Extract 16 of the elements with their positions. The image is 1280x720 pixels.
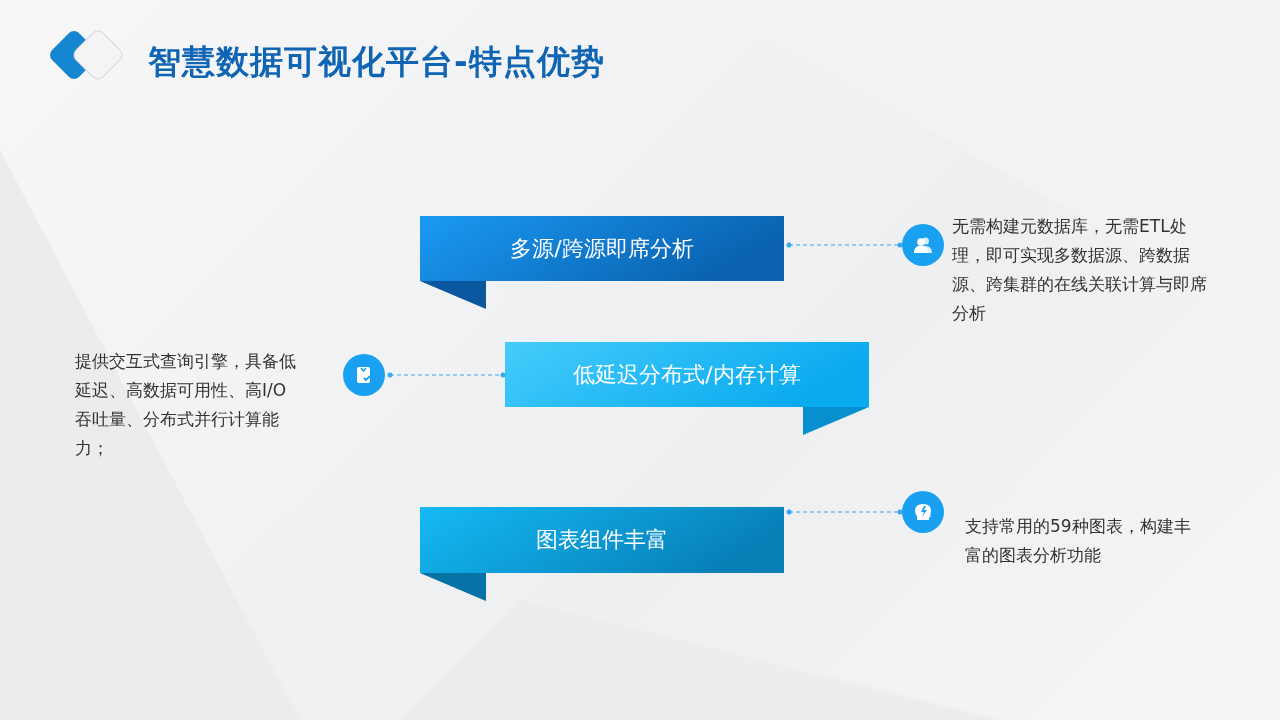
ribbon-banner	[420, 507, 784, 601]
banner-title: 多源/跨源即席分析	[510, 234, 694, 263]
description-text: 提供交互式查询引擎，具备低延迟、高数据可用性、高I/O吞吐量、分布式并行计算能力；	[75, 350, 297, 460]
banner-title: 低延迟分布式/内存计算	[573, 360, 801, 389]
dotted-connector	[387, 372, 506, 378]
dotted-connector	[786, 509, 903, 515]
banner-title: 图表组件丰富	[536, 526, 668, 554]
dotted-connector	[786, 242, 903, 248]
ribbon-banner	[420, 216, 784, 309]
title: 智慧数据可视化平台-特点优势	[148, 41, 605, 83]
icon-circle	[902, 224, 944, 266]
icon-circle	[343, 354, 385, 396]
description-text: 支持常用的59种图表，构建丰富的图表分析功能	[965, 515, 1192, 567]
ribbon-banner	[505, 342, 869, 435]
description-text: 无需构建元数据库，无需ETL处理，即可实现多数据源、跨数据源、跨集群的在线关联计算与即席分析	[952, 215, 1207, 325]
icon-circle	[902, 491, 944, 533]
